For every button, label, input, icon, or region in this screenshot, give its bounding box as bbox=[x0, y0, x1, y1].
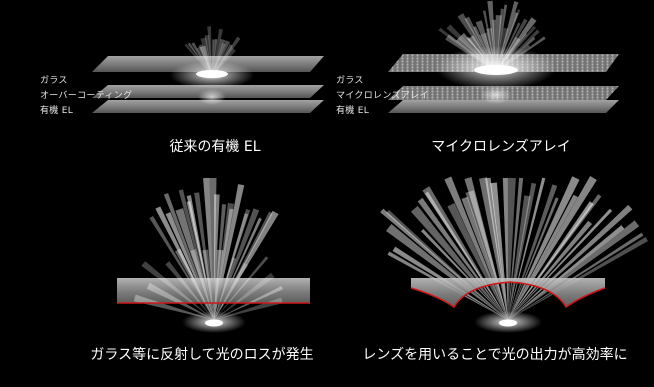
light-ray bbox=[146, 282, 214, 320]
light-ray bbox=[502, 177, 508, 320]
light-ray bbox=[386, 224, 508, 320]
light-ray bbox=[380, 208, 508, 320]
light-ray bbox=[508, 195, 531, 320]
light-ray bbox=[447, 202, 508, 320]
layer-label-glass: ガラス bbox=[40, 76, 68, 86]
microlens-stack bbox=[388, 0, 619, 113]
light-ray bbox=[508, 177, 546, 320]
layer-label-microlens: マイクロレンズアレイ bbox=[336, 91, 429, 101]
lens-efficiency-illustration bbox=[380, 175, 648, 333]
glass-slab bbox=[117, 278, 310, 303]
caption-conventional: 従来の有機 EL bbox=[169, 139, 261, 155]
light-ray bbox=[410, 205, 508, 320]
light-ray bbox=[508, 232, 644, 320]
light-ray bbox=[214, 272, 275, 320]
light-ray bbox=[485, 177, 508, 320]
oled-layer-plate bbox=[388, 100, 619, 113]
light-ray bbox=[214, 257, 237, 320]
light-ray bbox=[508, 184, 558, 320]
layer-label-oled: 有機 EL bbox=[40, 106, 74, 116]
layer-label-overcoat: オーバーコーティング bbox=[40, 91, 133, 101]
light-ray bbox=[490, 182, 508, 320]
light-source bbox=[474, 65, 518, 75]
light-ray bbox=[508, 208, 613, 320]
light-ray bbox=[508, 194, 578, 320]
light-source bbox=[205, 319, 223, 327]
light-ray bbox=[417, 197, 508, 320]
lens-boundary bbox=[410, 281, 606, 309]
caption-microlens: マイクロレンズアレイ bbox=[431, 139, 571, 155]
light-glow bbox=[198, 89, 226, 105]
conventional-stack bbox=[92, 26, 324, 113]
light-ray bbox=[508, 182, 537, 320]
light-source bbox=[499, 319, 517, 327]
light-ray bbox=[508, 220, 593, 320]
light-ray bbox=[464, 177, 508, 320]
caption-glass-loss: ガラス等に反射して光のロスが発生 bbox=[90, 347, 314, 363]
light-ray bbox=[141, 261, 214, 320]
light-ray bbox=[479, 177, 508, 320]
light-ray bbox=[506, 177, 516, 320]
light-ray bbox=[174, 248, 214, 320]
light-glow bbox=[480, 86, 512, 104]
light-ray bbox=[386, 209, 508, 320]
glass-loss-illustration bbox=[117, 177, 310, 333]
light-ray bbox=[421, 229, 508, 320]
layer-label-oled: 有機 EL bbox=[336, 106, 370, 116]
light-ray bbox=[508, 177, 524, 320]
light-ray bbox=[508, 197, 559, 320]
light-ray bbox=[422, 186, 508, 320]
light-ray bbox=[461, 196, 508, 320]
light-ray bbox=[508, 204, 633, 320]
light-ray bbox=[508, 220, 640, 320]
light-ray bbox=[425, 191, 508, 320]
light-ray bbox=[508, 201, 594, 320]
light-ray bbox=[214, 262, 249, 320]
light-ray bbox=[465, 190, 508, 320]
oled-layer-plate bbox=[92, 100, 324, 113]
light-ray bbox=[214, 256, 269, 320]
caption-lens-efficiency: レンズを用いることで光の出力が高効率に bbox=[362, 347, 628, 363]
light-rays bbox=[380, 175, 648, 320]
light-ray bbox=[508, 194, 602, 320]
light-ray bbox=[165, 261, 214, 320]
light-ray bbox=[508, 225, 625, 320]
layer-label-glass: ガラス bbox=[336, 76, 364, 86]
light-source bbox=[196, 70, 228, 78]
reflected-rays bbox=[133, 248, 283, 320]
